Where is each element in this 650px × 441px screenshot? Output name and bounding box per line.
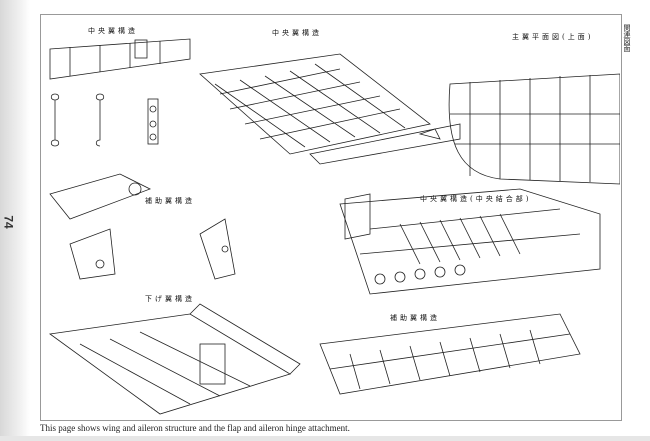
- side-label: 関連図面: [623, 24, 631, 52]
- title-center-wing-detail: 中央翼構造: [88, 27, 138, 35]
- center-wing-structure-drawing: [199, 53, 461, 165]
- center-wing-joint-drawing: [339, 188, 601, 295]
- title-aileron-small: 補助翼構造: [145, 197, 195, 205]
- title-aileron: 補助翼構造: [390, 314, 440, 322]
- wing-plan-drawing: [448, 73, 620, 185]
- title-wing-plan: 主翼平面図(上面): [512, 33, 594, 41]
- page-gutter: [0, 0, 30, 441]
- page-number: 74: [1, 215, 16, 229]
- title-center-wing-structure: 中央翼構造: [272, 29, 322, 37]
- technical-drawings: [48, 38, 620, 415]
- drawing-frame: [40, 14, 622, 421]
- flap-drawing: [48, 303, 301, 415]
- scan-shadow: [0, 436, 650, 441]
- aileron-drawing: [319, 313, 581, 395]
- aileron-small-drawing: [49, 173, 236, 280]
- title-center-wing-joint: 中央翼構造(中央結合部): [420, 195, 532, 203]
- center-wing-detail-drawing: [49, 38, 191, 147]
- page-caption: This page shows wing and aileron structu…: [40, 423, 350, 433]
- title-flap: 下げ翼構造: [145, 295, 195, 303]
